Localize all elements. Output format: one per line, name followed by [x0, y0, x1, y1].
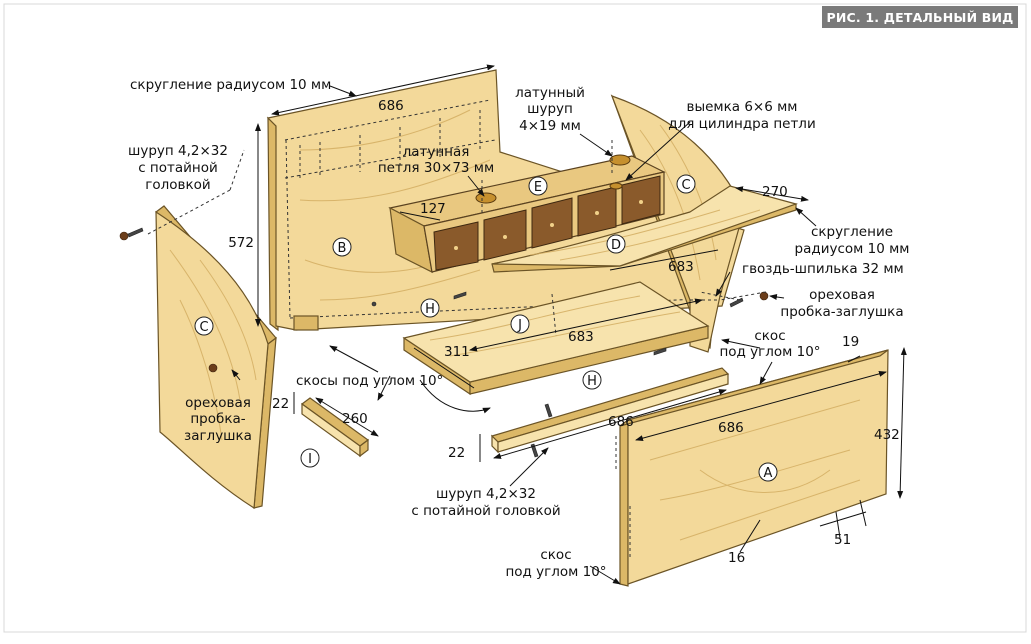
annotation-leaders: [231, 85, 817, 585]
note-notch-1: выемка 6×6 мм: [687, 99, 798, 115]
svg-text:H: H: [425, 302, 435, 317]
side-panel-c-left: [155, 205, 277, 510]
dim-back-width: 686: [378, 98, 404, 114]
note-walnut-right-1: ореховая: [809, 287, 875, 303]
annotations: скругление радиусом 10 мм латунный шуруп…: [128, 77, 909, 580]
part-label-e: E: [528, 176, 548, 196]
svg-text:C: C: [199, 320, 208, 335]
note-screw-left-1: шуруп 4,2×32: [128, 143, 228, 159]
dim-front-432: 432: [874, 427, 900, 443]
note-radius-top: скругление радиусом 10 мм: [130, 77, 331, 93]
figure-title-badge: РИС. 1. ДЕТАЛЬНЫЙ ВИД: [822, 6, 1018, 28]
note-radius-right-2: радиусом 10 мм: [795, 241, 910, 257]
note-hinge-2: петля 30×73 мм: [378, 160, 494, 176]
note-bevels-left: скосы под углом 10°: [296, 373, 443, 389]
note-brass-screw-1: латунный: [515, 85, 585, 101]
part-label-i: I: [300, 448, 320, 468]
note-brass-screw-2: шуруп: [527, 101, 573, 117]
svg-text:I: I: [308, 452, 312, 467]
dim-lid-270: 270: [762, 184, 788, 200]
part-label-c-right: C: [676, 174, 696, 194]
dim-front-51: 51: [834, 532, 851, 548]
note-walnut-left-3: заглушка: [184, 428, 252, 444]
svg-text:A: A: [764, 466, 773, 481]
part-labels: B E C D H J C H I A: [194, 174, 778, 482]
part-label-d: D: [606, 234, 626, 254]
note-bevel-right-2: под углом 10°: [719, 344, 820, 360]
part-label-h-mid: H: [582, 370, 602, 390]
svg-text:E: E: [534, 180, 542, 195]
part-label-b: B: [332, 237, 352, 257]
drawer-unit-e: [388, 140, 666, 274]
svg-text:C: C: [681, 178, 690, 193]
figure-title: РИС. 1. ДЕТАЛЬНЫЙ ВИД: [826, 10, 1013, 25]
svg-text:J: J: [517, 318, 522, 333]
note-bevel-bottom-2: под углом 10°: [505, 564, 606, 580]
part-label-c-left: C: [194, 316, 214, 336]
dim-back-height: 572: [228, 235, 254, 251]
dim-front-19: 19: [842, 334, 859, 350]
note-screw-bottom-2: с потайной головкой: [411, 503, 560, 519]
note-walnut-left-1: ореховая: [185, 395, 251, 411]
lid-panel-d: [491, 185, 799, 273]
note-walnut-left-2: пробка-: [190, 411, 245, 427]
note-notch-2: для цилиндра петли: [668, 116, 815, 132]
note-nail: гвоздь-шпилька 32 мм: [742, 261, 904, 277]
cleat-i: [300, 397, 370, 458]
note-screw-bottom-1: шуруп 4,2×32: [436, 486, 536, 502]
dim-rail-686: 686: [608, 414, 634, 430]
note-bevel-right-1: скос: [754, 328, 785, 344]
part-label-j: J: [510, 314, 530, 334]
note-screw-left-3: головкой: [145, 177, 210, 193]
dim-drawer-127: 127: [420, 201, 446, 217]
note-hinge-1: латунная: [403, 144, 470, 160]
dim-front-686: 686: [718, 420, 744, 436]
dim-683-b: 683: [568, 329, 594, 345]
figure-frame: [3, 3, 1027, 633]
svg-text:H: H: [587, 374, 597, 389]
note-brass-screw-3: 4×19 мм: [519, 118, 581, 134]
dim-cleat-260: 260: [342, 411, 368, 427]
front-panel-a: [619, 349, 889, 587]
note-screw-left-2: с потайной: [138, 160, 218, 176]
dimension-values: 686 572 127 270 683 683 311 686 22 22 26…: [228, 98, 900, 566]
note-walnut-right-2: пробка-заглушка: [780, 304, 903, 320]
dim-rail-22: 22: [448, 445, 465, 461]
svg-text:D: D: [611, 238, 621, 253]
part-label-h-top: H: [420, 298, 440, 318]
part-label-a: A: [758, 462, 778, 482]
dim-683-a: 683: [668, 259, 694, 275]
dim-311: 311: [444, 344, 470, 360]
note-radius-right-1: скругление: [811, 224, 893, 240]
dim-cleat-22: 22: [272, 396, 289, 412]
svg-text:B: B: [338, 241, 347, 256]
note-bevel-bottom-1: скос: [540, 547, 571, 563]
dimension-lines: [255, 64, 907, 553]
dim-front-16: 16: [728, 550, 745, 566]
